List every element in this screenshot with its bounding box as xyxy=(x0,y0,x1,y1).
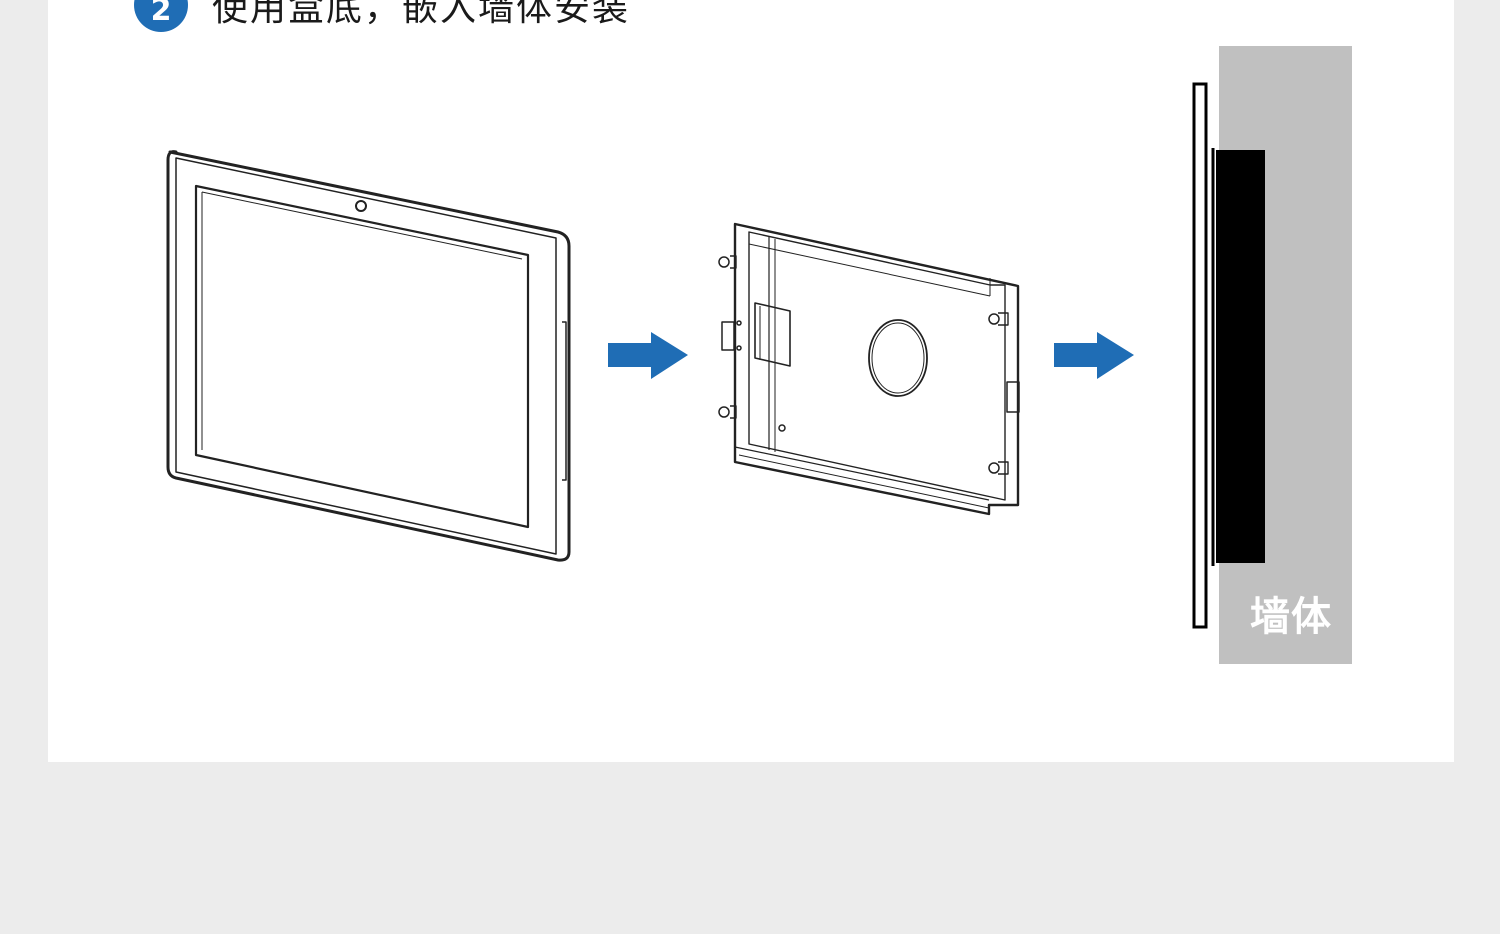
step-header: 2 使用盒底，嵌入墙体安装 xyxy=(134,0,630,32)
arrow-right-icon xyxy=(608,332,688,379)
back-box-icon xyxy=(718,222,1020,516)
tablet-panel-icon xyxy=(166,150,571,562)
wall-label: 墙体 xyxy=(1250,594,1332,640)
arrow-right-icon xyxy=(1054,332,1134,379)
wall-section-icon xyxy=(1192,46,1352,664)
step-title: 使用盒底，嵌入墙体安装 xyxy=(212,0,631,29)
